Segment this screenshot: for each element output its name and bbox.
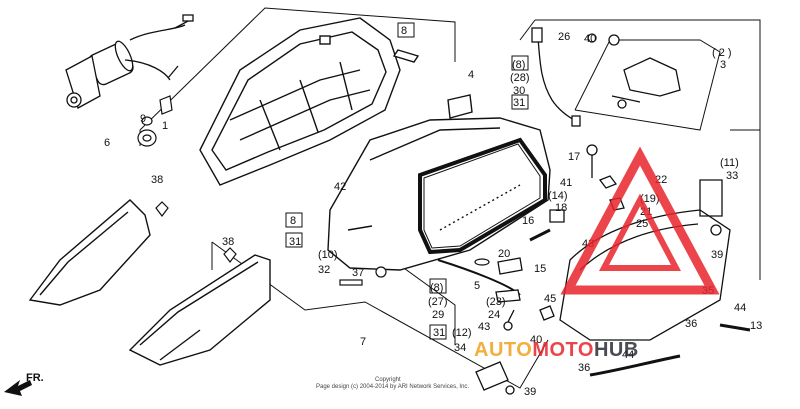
part-label-p42: 42 (334, 181, 346, 193)
part-label-p20: 20 (498, 248, 510, 260)
part-label-p38b: 38 (222, 236, 234, 248)
part-label-p8c: 8 (290, 215, 296, 227)
front-direction-indicator: FR. (4, 372, 44, 396)
warning-triangle-icon (560, 146, 720, 295)
part-label-p13: 13 (750, 320, 762, 332)
part-label-p24: 24 (488, 309, 500, 321)
small-parts-left (137, 95, 237, 263)
part-label-p7: 7 (360, 336, 366, 348)
part-label-p9: 9 (140, 113, 146, 125)
part-label-p10: (10) (318, 249, 338, 261)
part-label-p33: 33 (726, 170, 738, 182)
part-label-p27: (27) (428, 296, 448, 308)
part-label-p28: (28) (510, 72, 530, 84)
part-label-p5: 5 (474, 280, 480, 292)
part-label-p6: 6 (104, 137, 110, 149)
part-label-p18: 18 (555, 202, 567, 214)
front-arrow-icon (4, 380, 32, 396)
part-label-p40b: 40 (530, 334, 542, 346)
part-label-p23: (23) (486, 296, 506, 308)
copyright-notice: Page design (c) 2004-2014 by ARI Network… (316, 384, 469, 390)
part-label-p25: 25 (636, 218, 648, 230)
part-label-p19: (19) (640, 193, 660, 205)
part-label-p40a: 40 (584, 33, 596, 45)
part-label-p37: 37 (352, 267, 364, 279)
part-label-p3: 3 (720, 59, 726, 71)
part-label-p29: 29 (432, 309, 444, 321)
part-label-p1: 1 (162, 120, 168, 132)
part-label-p11: (11) (720, 157, 739, 169)
part-label-p44a: 44 (734, 302, 746, 314)
part-label-p8d: (8) (430, 282, 443, 294)
part-label-p8a: 8 (401, 25, 407, 37)
part-label-p41: 41 (560, 177, 572, 189)
footer: Copyright Page design (c) 2004-2014 by A… (316, 377, 469, 390)
part-label-p38a: 38 (151, 174, 163, 186)
part-label-p44b: 44 (622, 349, 634, 361)
watermark-text: AUTOMOTOHUB (474, 339, 639, 361)
part-label-p15: 15 (534, 263, 546, 275)
part-label-p34: 34 (454, 342, 466, 354)
part-label-p16: 16 (522, 215, 534, 227)
part-label-p30: 30 (513, 85, 525, 97)
upper-box-illustration (199, 17, 420, 186)
part-label-p39a: 39 (711, 249, 723, 261)
part-label-p36a: 36 (685, 318, 697, 330)
panel-outlines (139, 7, 761, 389)
part-label-p36b: 36 (578, 362, 590, 374)
side-panel-illustrations (28, 199, 271, 366)
label-boxes (285, 22, 529, 340)
main-box-illustration (327, 94, 551, 271)
part-label-p4: 4 (468, 69, 474, 81)
part-labels: 8 26 40 ( 2 ) 3 (8) (28) 30 31 4 9 1 6 1… (104, 25, 762, 398)
part-label-p8b: (8) (512, 59, 525, 71)
part-label-p31a: 31 (513, 97, 525, 109)
watermark-logo: AUTOMOTOHUB (474, 146, 720, 361)
part-label-p14: (14) (548, 190, 568, 202)
front-direction-label: FR. (26, 372, 44, 384)
part-label-p39b: 39 (524, 386, 536, 398)
part-label-p45: 45 (544, 293, 556, 305)
part-label-p2: ( 2 ) (712, 47, 732, 59)
starter-motor-illustration (65, 14, 194, 109)
part-label-p32: 32 (318, 264, 330, 276)
part-label-p12: (12) (452, 327, 472, 339)
part-label-p31b: 31 (289, 236, 301, 248)
copyright-label: Copyright (375, 377, 401, 383)
part-label-p17: 17 (568, 151, 580, 163)
part-label-p31c: 31 (433, 327, 445, 339)
part-label-p26: 26 (558, 31, 570, 43)
part-label-p43b: 43 (478, 321, 490, 333)
